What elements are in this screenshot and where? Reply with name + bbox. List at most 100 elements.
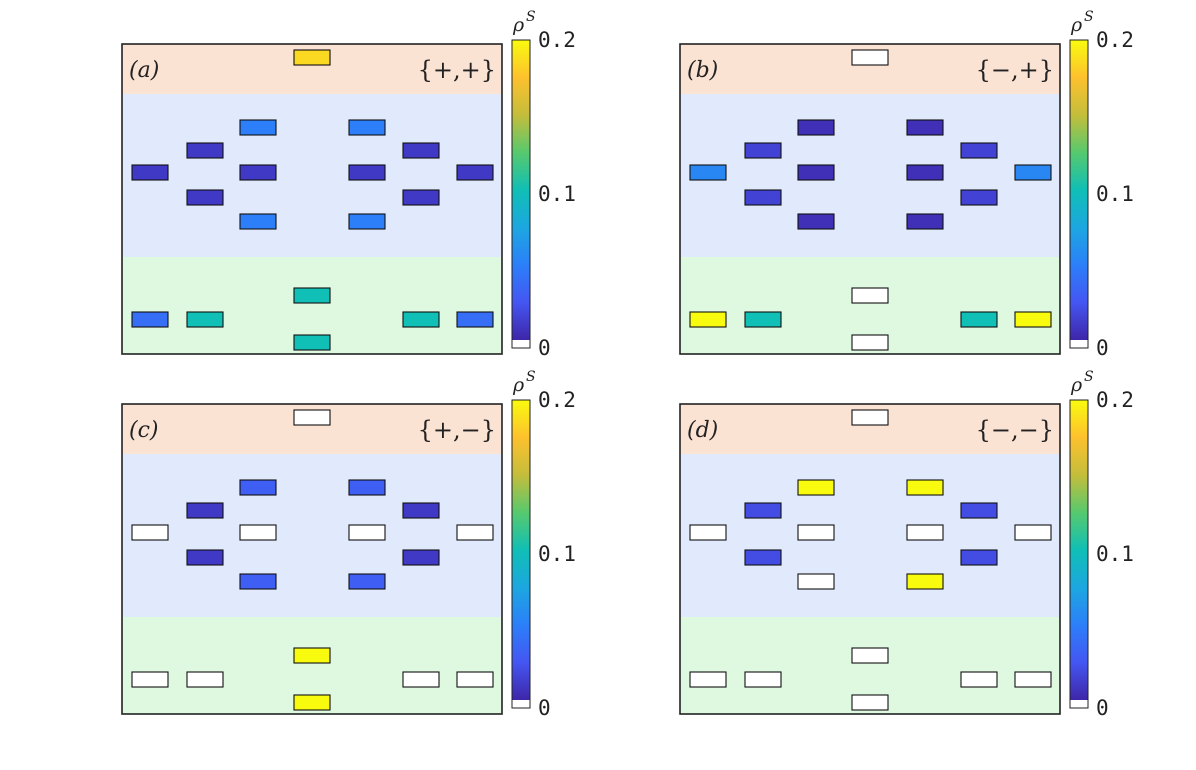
cell-mid (906, 524, 944, 541)
panel-label: (c) (129, 418, 159, 443)
cell-bottom (456, 671, 494, 688)
cell-mid (960, 189, 998, 206)
cell-mid (456, 524, 494, 541)
cell-mid (797, 573, 835, 590)
cell-bottom (960, 311, 998, 328)
colorbar-zero (1070, 340, 1088, 348)
cell-mid (797, 164, 835, 181)
colorbar-tick-label: 0.2 (538, 388, 576, 412)
cell-top (293, 409, 331, 426)
colorbar-title-sup: S (526, 369, 536, 385)
colorbar-title-sup: S (1084, 369, 1094, 385)
cell-mid (797, 524, 835, 541)
colorbar-frame (1069, 39, 1089, 349)
cell-mid (960, 142, 998, 159)
cell-mid (1014, 524, 1052, 541)
colorbar-tick-label: 0 (1096, 336, 1109, 360)
cell-mid (402, 142, 440, 159)
symmetry-label: {+,−} (418, 416, 496, 444)
region-middle (122, 454, 502, 617)
symmetry-label: {−,−} (976, 416, 1054, 444)
colorbar-zero (512, 340, 530, 348)
cell-bottom (456, 311, 494, 328)
panel-frame (121, 403, 503, 715)
cell-mid (744, 189, 782, 206)
colorbar (512, 40, 530, 340)
cell-mid (131, 164, 169, 181)
cell-mid (906, 164, 944, 181)
colorbar-frame (1069, 399, 1089, 709)
colorbar-zero (1070, 700, 1088, 708)
colorbar-tick-label: 0 (538, 336, 551, 360)
colorbar-tick-label: 0 (538, 696, 551, 720)
panel-label: (b) (687, 58, 718, 83)
colorbar-title-sup: S (526, 9, 536, 25)
cell-mid (689, 164, 727, 181)
cell-mid (906, 119, 944, 136)
cell-mid (239, 573, 277, 590)
region-middle (680, 454, 1060, 617)
cell-mid (348, 119, 386, 136)
cell-mid (186, 502, 224, 519)
cell-bottom (131, 311, 169, 328)
cell-mid (348, 213, 386, 230)
cell-mid (239, 479, 277, 496)
cell-mid (402, 502, 440, 519)
region-middle (122, 94, 502, 257)
cell-bottom (744, 671, 782, 688)
cell-mid (1014, 164, 1052, 181)
cell-bottom (1014, 671, 1052, 688)
cell-mid (797, 213, 835, 230)
colorbar-tick-label: 0.2 (1096, 28, 1134, 52)
cell-bottom (744, 311, 782, 328)
cell-bottom (402, 671, 440, 688)
cell-mid (906, 573, 944, 590)
colorbar-tick-label: 0.2 (538, 28, 576, 52)
cell-mid (744, 549, 782, 566)
cell-bottom (689, 671, 727, 688)
cell-mid (348, 573, 386, 590)
cell-bottom (960, 671, 998, 688)
cell-mid (131, 524, 169, 541)
cell-mid (348, 524, 386, 541)
colorbar-title: ρ (512, 374, 525, 396)
cell-bottom (851, 287, 889, 304)
cell-top (851, 49, 889, 66)
cell-mid (456, 164, 494, 181)
colorbar-zero (512, 700, 530, 708)
symmetry-label: {+,+} (418, 56, 496, 84)
region-middle (680, 94, 1060, 257)
cell-bottom (851, 647, 889, 664)
colorbar-title: ρ (1070, 14, 1083, 36)
cell-mid (186, 189, 224, 206)
cell-bottom (293, 694, 331, 711)
cell-bottom (1014, 311, 1052, 328)
cell-mid (239, 164, 277, 181)
cell-bottom (293, 334, 331, 351)
colorbar-tick-label: 0.1 (1096, 542, 1134, 566)
panel-label: (a) (129, 58, 159, 83)
colorbar-frame (511, 39, 531, 349)
cell-bottom (689, 311, 727, 328)
panel-frame (679, 403, 1061, 715)
panel-label: (d) (687, 418, 718, 443)
colorbar-title: ρ (1070, 374, 1083, 396)
colorbar (1070, 400, 1088, 700)
colorbar-frame (511, 399, 531, 709)
cell-mid (689, 524, 727, 541)
cell-mid (239, 524, 277, 541)
cell-mid (960, 502, 998, 519)
cell-mid (186, 549, 224, 566)
colorbar (1070, 40, 1088, 340)
colorbar-tick-label: 0 (1096, 696, 1109, 720)
cell-bottom (186, 671, 224, 688)
cell-top (293, 49, 331, 66)
colorbar-tick-label: 0.1 (1096, 182, 1134, 206)
cell-mid (906, 479, 944, 496)
colorbar-tick-label: 0.2 (1096, 388, 1134, 412)
colorbar-tick-label: 0.1 (538, 182, 576, 206)
cell-mid (348, 164, 386, 181)
cell-top (851, 409, 889, 426)
